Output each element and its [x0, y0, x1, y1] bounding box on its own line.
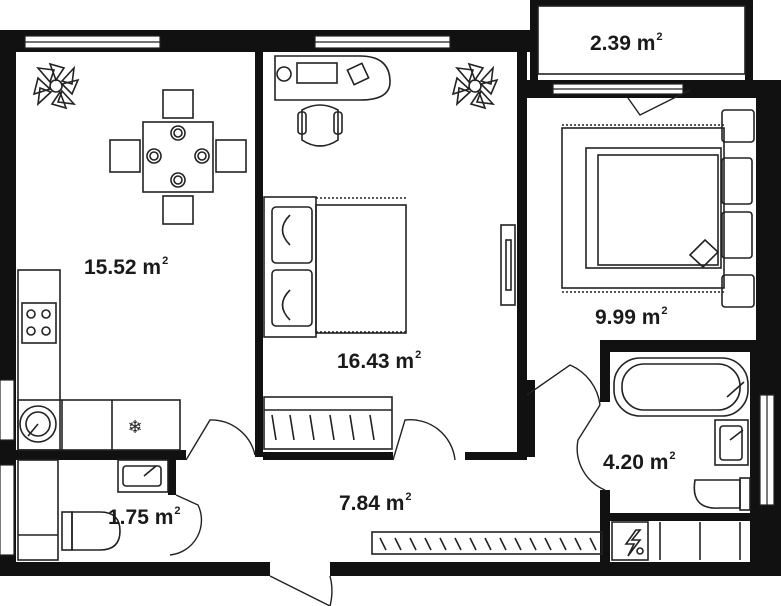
toilet-area-label: 1.75 m2: [108, 505, 181, 529]
balcony-area-text: 2.39 m: [590, 32, 656, 55]
balcony-area-label: 2.39 m2: [590, 31, 663, 55]
plant-icon: [32, 62, 80, 110]
bedroom-area-sup: 2: [661, 305, 668, 317]
kitchen-area-text: 15.52 m: [84, 256, 162, 279]
kitchen-area-sup: 2: [162, 255, 169, 267]
bathroom-area-sup: 2: [669, 450, 676, 462]
toilet-area-sup: 2: [174, 505, 181, 517]
living-area-sup: 2: [415, 349, 422, 361]
windows: [0, 35, 775, 556]
bathroom-area-label: 4.20 m2: [603, 450, 676, 474]
hallway-wardrobe: [371, 531, 603, 555]
living-area-text: 16.43 m: [337, 350, 415, 373]
bathroom-furniture: [611, 357, 751, 561]
hallway-area-text: 7.84 m: [339, 492, 405, 515]
bedroom-area-text: 9.99 m: [595, 306, 661, 329]
balcony-outline: [537, 5, 746, 75]
toilet-area-text: 1.75 m: [108, 506, 174, 529]
plant-icon: [451, 62, 499, 110]
kitchen-area-label: 15.52 m2: [84, 255, 169, 279]
hallway-area-label: 7.84 m2: [339, 491, 412, 515]
balcony-area-sup: 2: [656, 31, 663, 43]
kitchen-furniture: [17, 89, 247, 451]
bedroom-furniture: [561, 109, 755, 308]
walls: [0, 0, 781, 576]
hallway-area-sup: 2: [405, 491, 412, 503]
lightning-icon: [624, 529, 644, 557]
living-area-label: 16.43 m2: [337, 349, 422, 373]
snowflake-icon: ❄: [127, 417, 142, 438]
bedroom-area-label: 9.99 m2: [595, 305, 668, 329]
bathroom-area-text: 4.20 m: [603, 451, 669, 474]
toilet-furniture: [17, 459, 169, 561]
living-furniture: [263, 55, 516, 450]
